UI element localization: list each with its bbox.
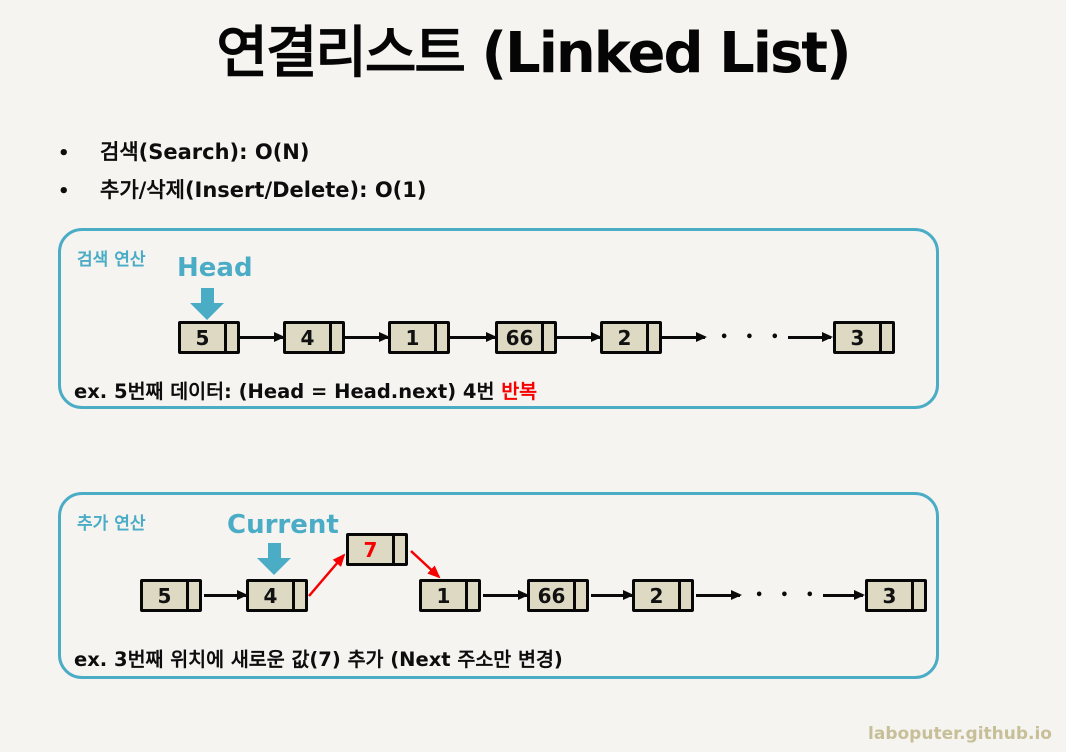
current-pointer-arrow-icon — [257, 543, 291, 575]
link-arrow-icon — [557, 332, 602, 341]
node-value: 7 — [363, 537, 378, 562]
node-value: 4 — [263, 583, 278, 608]
panel-label-search: 검색 연산 — [77, 250, 146, 270]
arrow-stem — [267, 543, 281, 558]
bullet-text-search: 검색(Search): O(N) — [100, 140, 310, 164]
red-arrow-4-to-7 — [308, 553, 346, 597]
search-operation-panel: 검색 연산 Head 5 4 1 66 2 3 ••• ex. 5번째 데이터:… — [58, 228, 939, 409]
node-value: 2 — [649, 583, 664, 608]
node-value: 66 — [537, 583, 566, 608]
node-pointer-cell — [646, 324, 659, 351]
current-pointer-label: Current — [227, 510, 339, 540]
red-arrow-7-to-1 — [410, 550, 441, 579]
node-value: 5 — [195, 325, 210, 350]
list-node-1: 1 — [419, 579, 481, 612]
node-pointer-cell — [224, 324, 237, 351]
node-value: 4 — [300, 325, 315, 350]
arrow-stem — [200, 288, 214, 303]
list-node-2: 2 — [632, 579, 694, 612]
caption-highlight: 반복 — [501, 380, 538, 403]
node-value: 5 — [157, 583, 172, 608]
node-pointer-cell — [541, 324, 554, 351]
link-arrow-icon — [591, 590, 634, 599]
node-pointer-cell — [329, 324, 342, 351]
list-node-1: 1 — [388, 321, 450, 354]
node-value: 66 — [505, 325, 534, 350]
arrow-tip — [190, 303, 224, 320]
link-arrow-icon — [240, 332, 285, 341]
node-pointer-cell — [186, 582, 199, 609]
head-pointer-label: Head — [177, 253, 253, 283]
link-arrow-icon — [450, 332, 497, 341]
node-pointer-cell — [434, 324, 447, 351]
link-arrow-icon — [345, 332, 390, 341]
head-pointer-arrow-icon — [190, 288, 224, 320]
caption-text: ex. 5번째 데이터: (Head = Head.next) 4번 — [74, 380, 502, 403]
node-pointer-cell — [573, 582, 586, 609]
ellipsis-dots: ••• — [755, 588, 831, 603]
search-example-caption: ex. 5번째 데이터: (Head = Head.next) 4번 반복 — [74, 375, 537, 404]
arrow-tip — [257, 558, 291, 575]
list-node-3: 3 — [865, 579, 927, 612]
list-node-3: 3 — [833, 321, 895, 354]
link-arrow-icon — [823, 590, 865, 599]
list-node-2: 2 — [600, 321, 662, 354]
bullet-item-search: • 검색(Search): O(N) — [58, 136, 309, 166]
insert-operation-panel: 추가 연산 Current 7 5 4 1 66 2 3 ••• — [58, 492, 939, 679]
bullet-marker: • — [58, 143, 70, 164]
list-node-4: 4 — [246, 579, 308, 612]
list-node-66: 66 — [495, 321, 557, 354]
list-node-5: 5 — [140, 579, 202, 612]
node-pointer-cell — [465, 582, 478, 609]
node-value: 2 — [617, 325, 632, 350]
watermark: laboputer.github.io — [868, 724, 1052, 744]
inserted-node-7: 7 — [346, 533, 408, 566]
insert-example-caption: ex. 3번째 위치에 새로운 값(7) 추가 (Next 주소만 변경) — [74, 643, 563, 672]
bullet-text-insert-delete: 추가/삭제(Insert/Delete): O(1) — [100, 178, 427, 202]
link-arrow-icon — [483, 590, 529, 599]
node-pointer-cell — [292, 582, 305, 609]
node-pointer-cell — [392, 536, 405, 563]
ellipsis-dots: ••• — [720, 330, 796, 345]
list-node-66: 66 — [527, 579, 589, 612]
panel-label-insert: 추가 연산 — [77, 514, 146, 534]
bullet-marker: • — [58, 181, 70, 202]
node-value: 1 — [436, 583, 451, 608]
node-value: 1 — [405, 325, 420, 350]
list-node-4: 4 — [283, 321, 345, 354]
list-node-5: 5 — [178, 321, 240, 354]
node-pointer-cell — [678, 582, 691, 609]
bullet-item-insert-delete: • 추가/삭제(Insert/Delete): O(1) — [58, 174, 426, 204]
link-arrow-icon — [204, 590, 248, 599]
page-title: 연결리스트 (Linked List) — [216, 21, 851, 86]
node-value: 3 — [882, 583, 897, 608]
node-value: 3 — [850, 325, 865, 350]
caption-text: ex. 3번째 위치에 새로운 값(7) 추가 (Next 주소만 변경) — [74, 648, 563, 671]
node-pointer-cell — [911, 582, 924, 609]
link-arrow-icon — [662, 332, 707, 341]
link-arrow-icon — [696, 590, 742, 599]
node-pointer-cell — [879, 324, 892, 351]
link-arrow-icon — [788, 332, 833, 341]
